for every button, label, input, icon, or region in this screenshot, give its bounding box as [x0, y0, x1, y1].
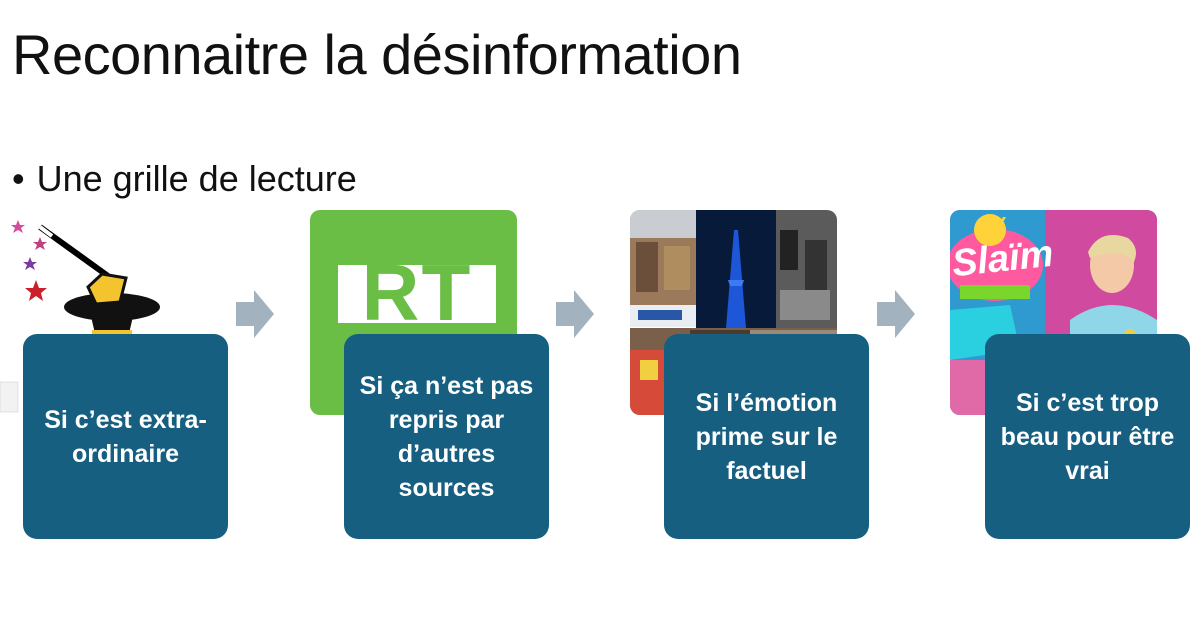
- tv-badge-text: TV: [979, 214, 1005, 236]
- step-label: Si l’émotion prime sur le factuel: [695, 388, 838, 485]
- arrow-right-icon: [236, 290, 274, 343]
- bullet-item: • Une grille de lecture: [12, 158, 357, 200]
- bullet-text: Une grille de lecture: [36, 158, 357, 199]
- arrow-right-icon: [877, 290, 915, 343]
- rt-logo-text: RT: [361, 248, 473, 337]
- bullet-icon: •: [12, 158, 25, 199]
- slide-title: Reconnaitre la désinformation: [12, 23, 742, 86]
- step-box-too-good: Si c’est trop beau pour être vrai: [985, 334, 1190, 539]
- step-label: Si c’est extra-ordinaire: [44, 405, 207, 468]
- step-label: Si ça n’est pas repris par d’autres sour…: [359, 371, 534, 502]
- step-box-extraordinary: Si c’est extra-ordinaire: [23, 334, 228, 539]
- arrow-right-icon: [556, 290, 594, 343]
- step-box-emotion: Si l’émotion prime sur le factuel: [664, 334, 869, 539]
- step-label: Si c’est trop beau pour être vrai: [1000, 388, 1175, 485]
- step-box-sources: Si ça n’est pas repris par d’autres sour…: [344, 334, 549, 539]
